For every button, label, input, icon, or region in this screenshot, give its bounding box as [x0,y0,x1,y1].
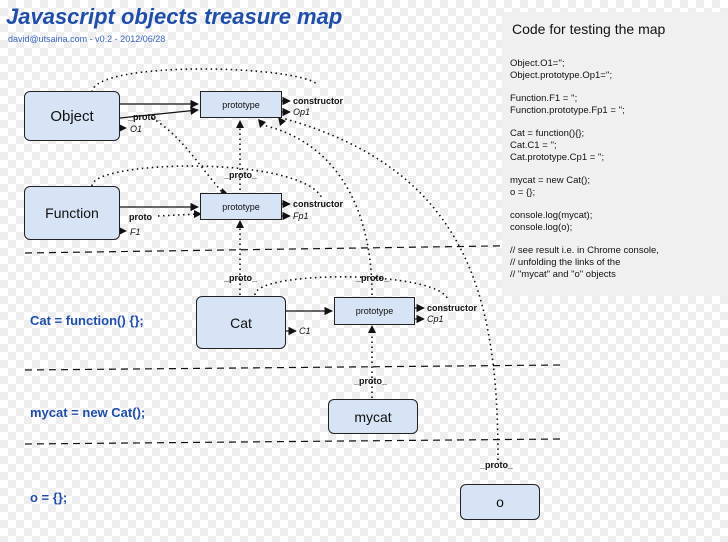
object-constructor-label: constructor [293,96,344,106]
function-constructor-label: constructor [293,199,344,209]
o-node: o [460,484,540,520]
mycat-node: mycat [328,399,418,434]
o-proto-to-oproto [281,117,499,461]
page-subtitle: david@utsaina.com - v0.2 - 2012/06/28 [8,34,166,44]
mycat-statement: mycat = new Cat(); [30,405,146,420]
code-line: Object.O1=''; [510,58,565,69]
code-line: Function.prototype.Fp1 = ''; [510,105,625,116]
cat-prototype-proto-label: _proto_ [356,273,390,283]
separator-3 [24,438,561,445]
code-panel-title: Code for testing the map [512,21,666,37]
code-line: Cat = function(){}; [510,128,585,139]
code-line: console.log(mycat); [510,210,593,221]
cat-proto-label: _proto_ [224,273,258,283]
function-prototype-node: prototype [200,193,282,220]
code-line: Function.F1 = ''; [510,93,578,104]
object-proto-label: _proto_ [128,112,162,122]
o-proto-label: _proto_ [480,460,514,470]
code-comment: // "mycat" and "o" objects [510,269,616,280]
object-op1-label: Op1 [293,107,311,117]
cat-node: Cat [196,296,286,349]
code-line: Cat.C1 = ''; [510,140,557,151]
catproto-proto-to-oproto [261,124,373,296]
o-statement: o = {}; [30,490,68,505]
code-line: o = {}; [510,187,536,198]
cat-prototype-node: prototype [334,297,415,325]
page-title: Javascript objects treasure map [6,4,343,29]
code-line: mycat = new Cat(); [510,175,590,186]
object-node: Object [24,91,120,141]
cat-cp1-label: Cp1 [427,314,444,324]
code-line: Cat.prototype.Cp1 = ''; [510,152,605,163]
cat-c1-label: C1 [299,326,311,336]
function-constructor-loop [91,165,323,199]
cat-constructor-label: constructor [427,303,478,313]
separator-2 [24,364,561,371]
mycat-proto-label: _proto_ [354,376,388,386]
object-proto-arrow [119,106,199,119]
code-comment: // see result i.e. in Chrome console, [510,245,659,256]
function-proto-dots [157,213,199,217]
function-proto-label: proto [129,212,152,222]
function-prototype-proto-label: _proto_ [224,170,258,180]
code-line: Object.prototype.Op1=''; [510,70,613,81]
object-constructor-loop [91,68,319,93]
function-fp1-label: Fp1 [293,211,309,221]
function-node: Function [24,186,120,240]
code-line: console.log(o); [510,222,573,233]
object-prototype-node: prototype [200,91,282,118]
object-o1-label: O1 [130,124,143,134]
code-panel: Code for testing the map Object.O1=''; O… [502,12,728,296]
separator-1 [24,244,561,254]
cat-statement: Cat = function() {}; [30,313,144,328]
code-comment: // unfolding the links of the [510,257,621,268]
object-proto-to-fproto [151,117,223,193]
function-f1-label: F1 [130,227,141,237]
